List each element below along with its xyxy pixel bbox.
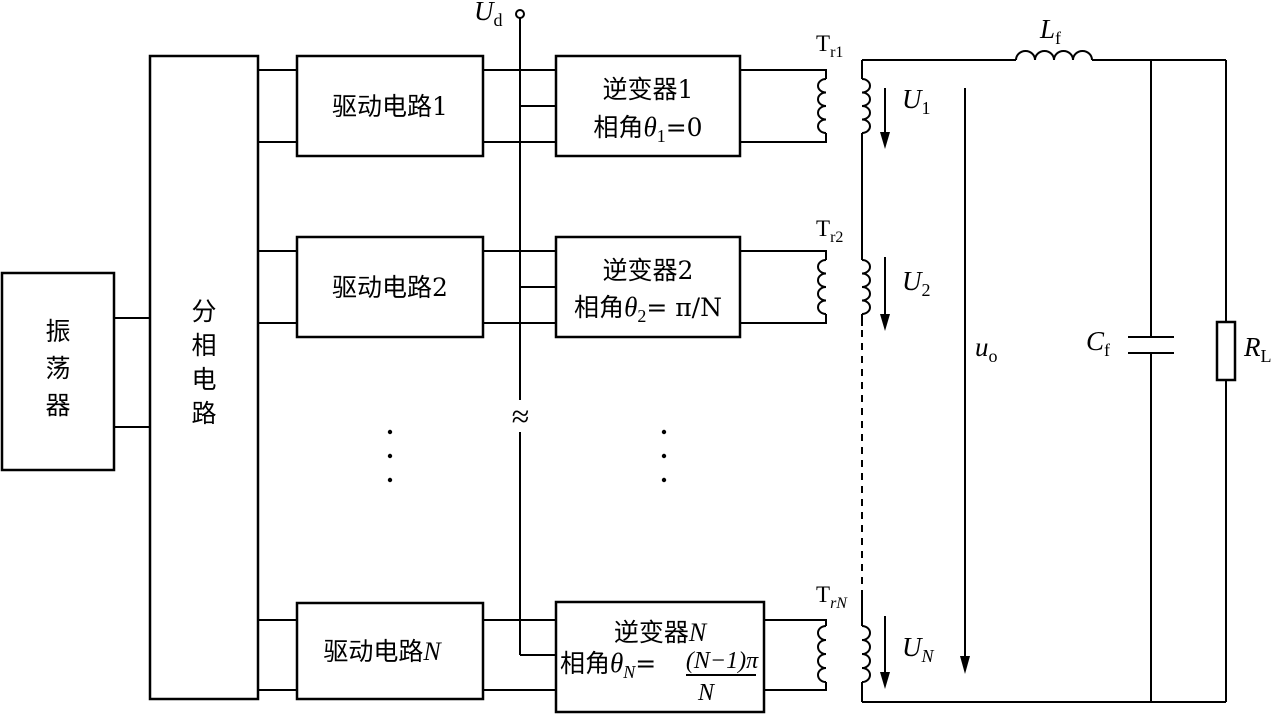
inverter-N-block bbox=[554, 600, 766, 714]
trN-label: TrN bbox=[816, 582, 848, 612]
u1-label: U1 bbox=[902, 84, 931, 118]
tr1-primary-coil bbox=[817, 78, 827, 134]
inverter-N-phase: 相角θN= bbox=[560, 648, 656, 682]
inverter-2-phase: 相角θ2= π/N bbox=[574, 292, 722, 326]
uo-arrow-head bbox=[960, 656, 970, 674]
inverter-1-phase: 相角θ1=0 bbox=[593, 112, 702, 146]
uN-label: UN bbox=[902, 632, 935, 666]
dc-supply-label: Ud bbox=[474, 0, 503, 30]
tr2-label: Tr2 bbox=[816, 216, 843, 246]
trN-primary-coil bbox=[817, 625, 827, 683]
inverter1-tr1-wires bbox=[740, 69, 827, 143]
driver-ellipsis bbox=[387, 429, 393, 483]
oscillator-output-wires bbox=[114, 317, 150, 428]
driver-N-label: 驱动电路N bbox=[323, 637, 442, 666]
oscillator-block bbox=[0, 271, 116, 472]
oscillator-label-char-3: 器 bbox=[45, 391, 70, 420]
u1-arrow-head bbox=[880, 132, 890, 149]
dc-bus-break-symbol: ≈ bbox=[511, 398, 529, 434]
uo-label: uo bbox=[975, 332, 998, 366]
inverter-2-block bbox=[554, 235, 742, 339]
oscillator-label-char-2: 荡 bbox=[45, 354, 70, 383]
phase-splitter-char-2: 相 bbox=[191, 331, 216, 360]
phase-splitter-char-3: 电 bbox=[191, 365, 216, 394]
driver-1-label: 驱动电路1 bbox=[332, 92, 448, 121]
phase-splitter-block bbox=[148, 54, 260, 701]
inverter-N-fraction-numerator: (N−1)π bbox=[686, 648, 759, 674]
driver-N-block bbox=[295, 601, 485, 701]
inverter-N-title: 逆变器N bbox=[614, 618, 708, 647]
filter-capacitor bbox=[1128, 336, 1174, 354]
oscillator-label-char-1: 振 bbox=[45, 317, 70, 346]
load-resistor-label: RL bbox=[1243, 332, 1272, 366]
splitter-driver1-wires bbox=[258, 69, 297, 143]
trN-secondary-coil bbox=[861, 625, 871, 683]
inverter-N-fraction-denominator: N bbox=[697, 680, 716, 706]
driver-2-block bbox=[295, 235, 485, 339]
dc-supply-terminal bbox=[515, 9, 525, 19]
tr1-label: Tr1 bbox=[816, 31, 843, 61]
phase-splitter-char-1: 分 bbox=[191, 297, 216, 326]
inverter-1-title: 逆变器1 bbox=[603, 75, 694, 104]
phase-splitter-char-4: 路 bbox=[191, 399, 216, 428]
u2-arrow-head bbox=[880, 314, 890, 331]
u2-label: U2 bbox=[902, 266, 931, 300]
driver-1-block bbox=[295, 54, 485, 158]
inverter-1-block bbox=[554, 54, 742, 158]
tr1-secondary-coil bbox=[861, 78, 871, 134]
splitter-driverN-wires bbox=[258, 619, 297, 691]
inverter-ellipsis bbox=[661, 429, 667, 483]
filter-inductor-label: Lf bbox=[1039, 14, 1061, 48]
splitter-driver2-wires bbox=[258, 250, 297, 324]
tr2-primary-coil bbox=[817, 259, 827, 315]
inverterN-trN-wires bbox=[764, 619, 827, 691]
inverter-2-title: 逆变器2 bbox=[603, 256, 694, 285]
inverter2-tr2-wires bbox=[740, 250, 827, 324]
filter-inductor bbox=[1015, 50, 1093, 61]
tr2-secondary-coil bbox=[861, 259, 871, 315]
driver-2-label: 驱动电路2 bbox=[332, 273, 448, 302]
filter-capacitor-label: Cf bbox=[1086, 326, 1110, 360]
uN-arrow-head bbox=[880, 672, 890, 689]
load-resistor bbox=[1215, 320, 1237, 382]
